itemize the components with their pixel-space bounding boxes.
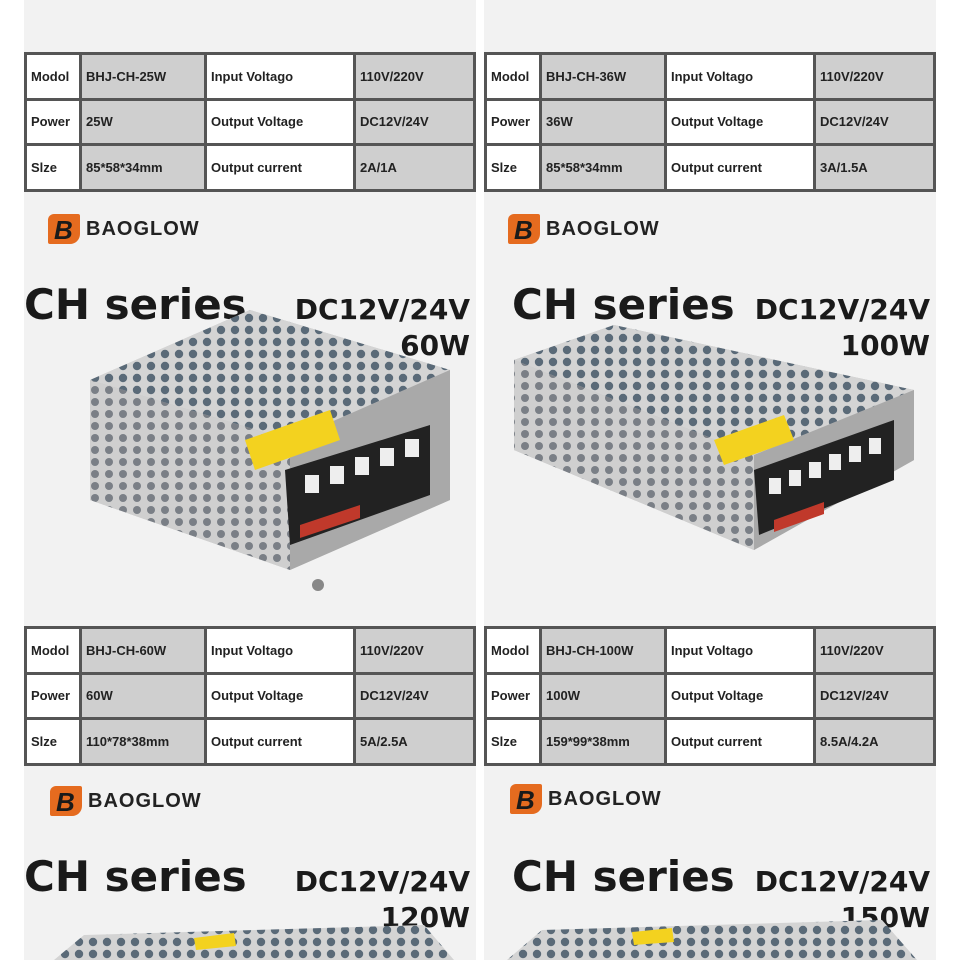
spec-label-input: Input Voltago — [204, 52, 356, 101]
spec-label-output-current: Output current — [204, 143, 356, 192]
left-column: Modol BHJ-CH-25W Input Voltago 110V/220V… — [24, 0, 476, 960]
spec-output-current-value: 3A/1.5A — [813, 143, 936, 192]
spec-label-power: Power — [484, 671, 542, 721]
brand-logo: B BAOGLOW — [510, 784, 662, 815]
spec-output-voltage-value: DC12V/24V — [813, 671, 936, 721]
power-supply-image-120w — [54, 925, 454, 960]
spec-label-model: Modol — [484, 52, 542, 101]
brand-name: BAOGLOW — [548, 787, 662, 810]
spec-label-size: Slze — [24, 143, 82, 192]
spec-label-output-voltage: Output Voltage — [664, 671, 816, 721]
spec-size-value: 159*99*38mm — [539, 717, 667, 766]
spec-input-value: 110V/220V — [813, 52, 936, 101]
spec-table-25w: Modol BHJ-CH-25W Input Voltago 110V/220V… — [24, 52, 476, 192]
brand-logo: B BAOGLOW — [508, 214, 660, 245]
spec-output-current-value: 2A/1A — [353, 143, 476, 192]
spec-label-size: Slze — [484, 717, 542, 766]
spec-size-value: 110*78*38mm — [79, 717, 207, 766]
spec-table-36w: Modol BHJ-CH-36W Input Voltago 110V/220V… — [484, 52, 936, 192]
brand-logo-icon: B — [50, 786, 82, 817]
spec-label-model: Modol — [24, 626, 82, 675]
voltage-label: DC12V/24V — [754, 293, 930, 326]
brand-name: BAOGLOW — [546, 217, 660, 240]
spec-model-value: BHJ-CH-25W — [79, 52, 207, 101]
spec-size-value: 85*58*34mm — [539, 143, 667, 192]
spec-output-current-value: 8.5A/4.2A — [813, 717, 936, 766]
spec-label-output-voltage: Output Voltage — [204, 671, 356, 721]
spec-table-100w: Modol BHJ-CH-100W Input Voltago 110V/220… — [484, 626, 936, 766]
brand-logo-icon: B — [508, 214, 540, 245]
spec-output-voltage-value: DC12V/24V — [813, 97, 936, 147]
series-title: CH series — [24, 280, 247, 329]
voltage-label: DC12V/24V — [294, 293, 470, 326]
spec-output-voltage-value: DC12V/24V — [353, 671, 476, 721]
spec-label-output-voltage: Output Voltage — [204, 97, 356, 147]
spec-label-input: Input Voltago — [204, 626, 356, 675]
brand-name: BAOGLOW — [86, 217, 200, 240]
spec-power-value: 60W — [79, 671, 207, 721]
series-title: CH series — [512, 280, 735, 329]
spec-input-value: 110V/220V — [813, 626, 936, 675]
spec-label-size: Slze — [484, 143, 542, 192]
spec-label-power: Power — [484, 97, 542, 147]
right-column: Modol BHJ-CH-36W Input Voltago 110V/220V… — [484, 0, 936, 960]
spec-model-value: BHJ-CH-60W — [79, 626, 207, 675]
brand-logo: B BAOGLOW — [50, 786, 202, 817]
spec-label-model: Modol — [484, 626, 542, 675]
brand-name: BAOGLOW — [88, 789, 202, 812]
power-supply-image-100w — [514, 325, 914, 550]
spec-input-value: 110V/220V — [353, 626, 476, 675]
spec-label-output-current: Output current — [664, 717, 816, 766]
spec-input-value: 110V/220V — [353, 52, 476, 101]
series-title: CH series — [24, 852, 247, 901]
series-title: CH series — [512, 852, 735, 901]
spec-power-value: 25W — [79, 97, 207, 147]
spec-output-voltage-value: DC12V/24V — [353, 97, 476, 147]
brand-logo: B BAOGLOW — [48, 214, 200, 245]
spec-label-input: Input Voltago — [664, 52, 816, 101]
voltage-label: DC12V/24V — [294, 865, 470, 898]
brand-logo-icon: B — [48, 214, 80, 245]
wattage-label: 100W — [840, 329, 930, 362]
spec-label-power: Power — [24, 671, 82, 721]
spec-table-60w: Modol BHJ-CH-60W Input Voltago 110V/220V… — [24, 626, 476, 766]
spec-model-value: BHJ-CH-100W — [539, 626, 667, 675]
voltage-label: DC12V/24V — [754, 865, 930, 898]
spec-size-value: 85*58*34mm — [79, 143, 207, 192]
power-supply-image-60w — [90, 310, 450, 591]
spec-label-output-current: Output current — [204, 717, 356, 766]
spec-model-value: BHJ-CH-36W — [539, 52, 667, 101]
spec-power-value: 100W — [539, 671, 667, 721]
voltage-spec: DC12V/24V 60W — [295, 292, 470, 364]
wattage-label: 60W — [400, 329, 470, 362]
spec-label-output-current: Output current — [664, 143, 816, 192]
voltage-spec: DC12V/24V 100W — [755, 292, 930, 364]
spec-label-size: Slze — [24, 717, 82, 766]
spec-output-current-value: 5A/2.5A — [353, 717, 476, 766]
spec-power-value: 36W — [539, 97, 667, 147]
spec-label-input: Input Voltago — [664, 626, 816, 675]
brand-logo-icon: B — [510, 784, 542, 815]
power-supply-image-150w — [507, 920, 917, 960]
spec-label-output-voltage: Output Voltage — [664, 97, 816, 147]
spec-label-power: Power — [24, 97, 82, 147]
spec-label-model: Modol — [24, 52, 82, 101]
